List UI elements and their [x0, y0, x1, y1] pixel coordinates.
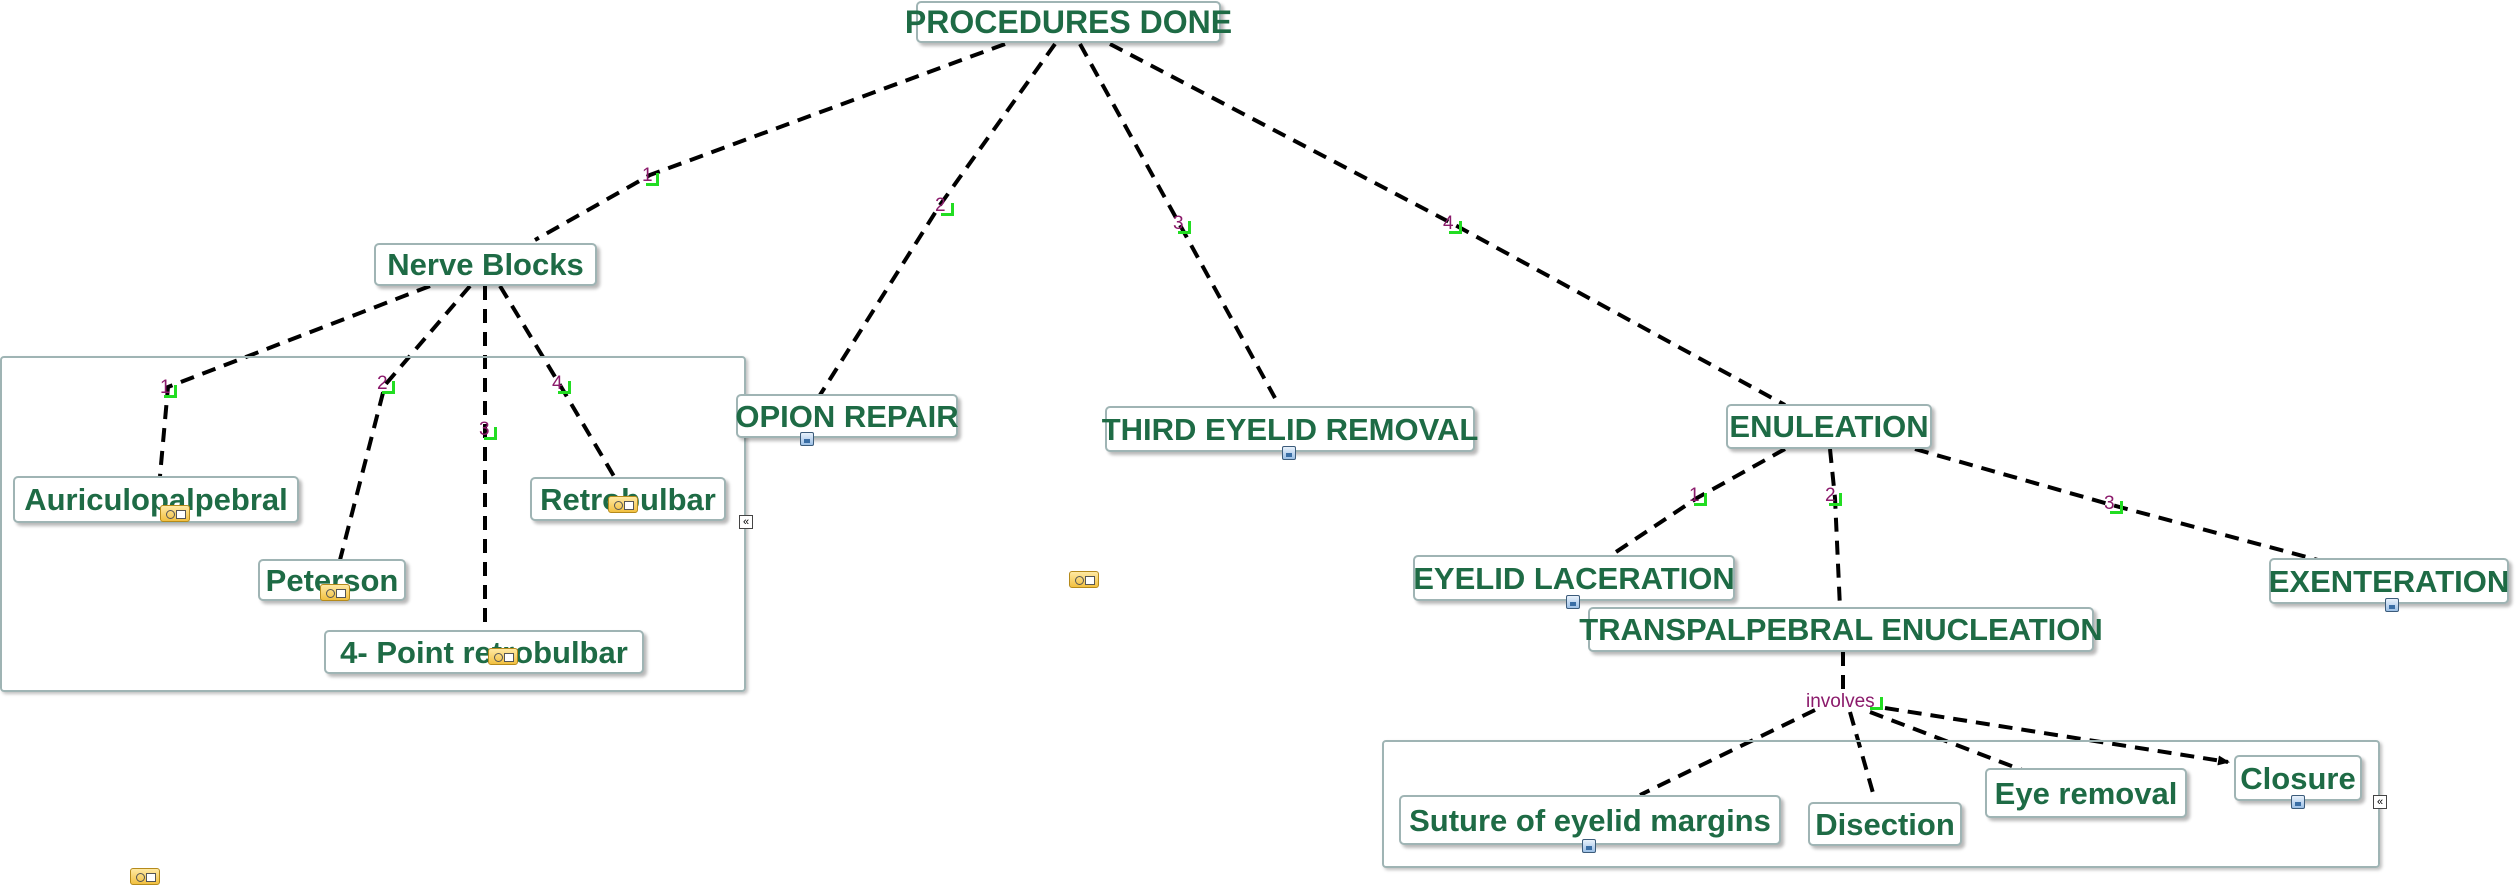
edge-label-nb-3: 3: [479, 419, 490, 440]
note-icon[interactable]: [320, 584, 350, 601]
edge-label-en-3: 3: [2104, 493, 2115, 514]
edge-label-marker: [1870, 697, 1883, 710]
edge-label-nb-4: 4: [552, 373, 563, 394]
edge-label-root-2: 2: [935, 195, 946, 216]
node-entropion-repair[interactable]: OPION REPAIR: [735, 394, 959, 438]
node-auriculopalpebral[interactable]: Auriculopalpebral: [13, 476, 299, 523]
edge-label-root-3: 3: [1173, 213, 1184, 234]
image-attachment-icon[interactable]: [2291, 795, 2305, 809]
image-attachment-icon[interactable]: [1566, 595, 1580, 609]
node-suture-of-eyelid-margins[interactable]: Suture of eyelid margins: [1399, 795, 1781, 845]
edge-label-marker: [2110, 501, 2123, 514]
node-transpalpebral-enucleation[interactable]: TRANSPALPEBRAL ENUCLEATION: [1579, 607, 2103, 652]
node-enucleation[interactable]: ENULEATION: [1726, 404, 1932, 449]
edge-label-marker: [382, 381, 395, 394]
note-icon[interactable]: [608, 496, 638, 513]
edge-label-marker: [1694, 493, 1707, 506]
edge-label-marker: [1178, 221, 1191, 234]
edge-root-entropion: [818, 42, 1057, 397]
node-nerve-blocks[interactable]: Nerve Blocks: [374, 243, 597, 286]
edge-en-transpalpebral: [1828, 448, 1842, 609]
image-attachment-icon[interactable]: [2385, 598, 2399, 612]
image-attachment-icon[interactable]: [1282, 446, 1296, 460]
note-icon[interactable]: [130, 868, 160, 885]
node-exenteration[interactable]: EXENTERATION: [2269, 558, 2509, 604]
edge-label-root-4: 4: [1443, 213, 1454, 234]
node-procedures-done[interactable]: PROCEDURES DONE: [905, 1, 1232, 43]
edge-label-en-1: 1: [1689, 485, 1700, 506]
node-eye-removal[interactable]: Eye removal: [1985, 768, 2187, 818]
node-disection[interactable]: Disection: [1808, 802, 1962, 846]
image-attachment-icon[interactable]: [1582, 839, 1596, 853]
node-4-point-retrobulbar[interactable]: 4- Point retrobulbar: [324, 630, 644, 674]
edge-label-marker: [941, 203, 954, 216]
edge-label-nb-1: 1: [160, 377, 171, 398]
collapse-group-icon[interactable]: «: [739, 515, 753, 529]
edge-label-marker: [164, 385, 177, 398]
note-icon[interactable]: [160, 505, 190, 522]
edge-label-involves: involves: [1806, 691, 1875, 712]
image-attachment-icon[interactable]: [800, 432, 814, 446]
edge-label-marker: [1449, 221, 1462, 234]
node-eyelid-laceration[interactable]: EYELID LACERATION: [1413, 555, 1735, 601]
edge-label-nb-2: 2: [377, 373, 388, 394]
edge-label-marker: [646, 173, 659, 186]
edge-label-root-1: 1: [642, 165, 653, 186]
edge-label-marker: [558, 381, 571, 394]
note-icon[interactable]: [1069, 571, 1099, 588]
node-third-eyelid-removal[interactable]: THIRD EYELID REMOVAL: [1102, 406, 1478, 452]
edge-label-marker: [1829, 493, 1842, 506]
edge-label-en-2: 2: [1825, 485, 1836, 506]
note-icon[interactable]: [488, 648, 518, 665]
edge-label-marker: [484, 427, 497, 440]
collapse-group-icon[interactable]: «: [2373, 795, 2387, 809]
